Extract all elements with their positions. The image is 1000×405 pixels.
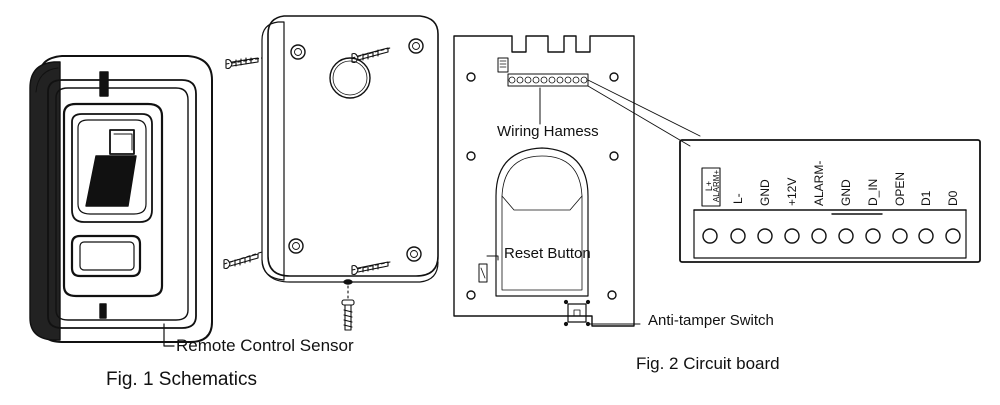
terminal-label-d-in: D_IN xyxy=(866,179,880,206)
mounting-screws xyxy=(223,47,391,331)
terminal-label-gnd-2: GND xyxy=(839,179,853,206)
terminal-label-d0: D0 xyxy=(946,190,960,206)
terminal-label-open: OPEN xyxy=(893,172,907,206)
anti-tamper-label: Anti-tamper Switch xyxy=(648,312,774,329)
fig1-caption: Fig. 1 Schematics xyxy=(106,369,257,390)
terminal-label-12v: +12V xyxy=(785,178,799,206)
wiring-harness-label: Wiring Hamess xyxy=(497,123,599,140)
reader-device xyxy=(29,55,213,347)
circuit-board xyxy=(453,35,701,327)
terminal-label-l-plus: L+ xyxy=(704,181,714,191)
terminal-block xyxy=(679,139,981,263)
reset-button-label: Reset Button xyxy=(504,245,591,262)
terminal-label-alarm-minus: ALARM- xyxy=(812,161,826,206)
remote-sensor-label: Remote Control Sensor xyxy=(176,336,354,355)
terminal-label-gnd-1: GND xyxy=(758,179,772,206)
terminal-label-l-minus: L- xyxy=(731,193,745,204)
terminal-labels: L+ ALARM+ L- GND +12V ALARM- GND D_IN OP… xyxy=(704,161,960,206)
terminal-label-d1: D1 xyxy=(919,190,933,206)
fig2-caption: Fig. 2 Circuit board xyxy=(636,354,780,373)
back-plate xyxy=(261,15,439,285)
terminal-label-alarm-plus: ALARM+ xyxy=(712,170,721,203)
